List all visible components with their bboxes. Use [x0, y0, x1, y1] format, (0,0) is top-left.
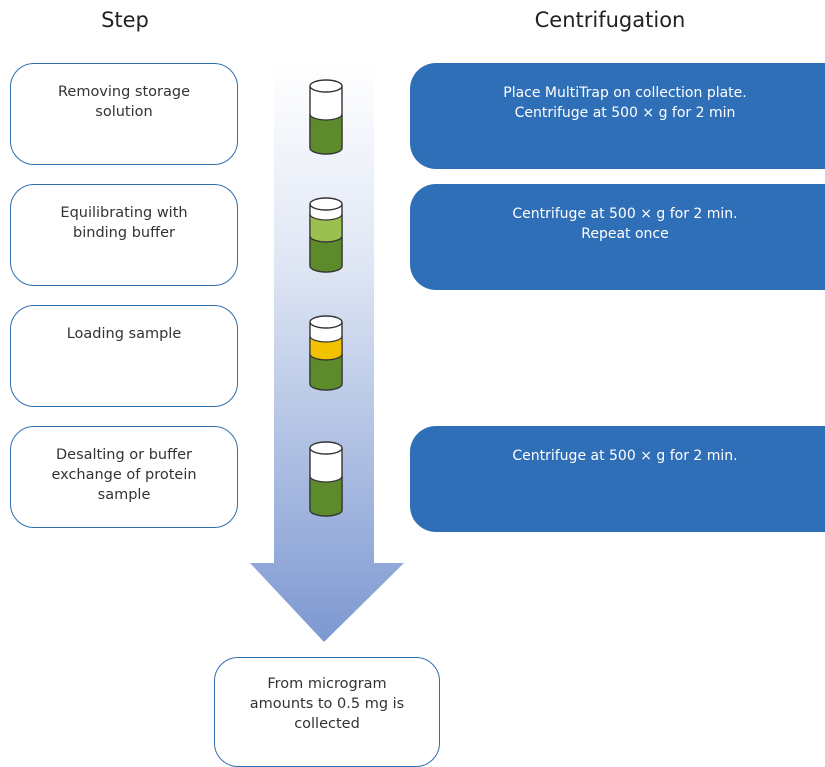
centrifugation-text: Centrifuge at 500 × g for 2 min. Repeat …	[512, 206, 738, 242]
centrifugation-column-heading: Centrifugation	[534, 8, 686, 32]
column-tube-icon-desalting	[309, 441, 343, 517]
centrifugation-box-3: Centrifuge at 500 × g for 2 min.	[410, 426, 825, 532]
result-text: From microgram amounts to 0.5 mg is coll…	[249, 676, 405, 732]
step-label: Equilibrating with binding buffer	[60, 205, 188, 241]
step-label: Removing storage solution	[57, 84, 191, 120]
centrifugation-text: Centrifuge at 500 × g for 2 min.	[512, 448, 738, 464]
column-tube-icon-storage	[309, 79, 343, 155]
step-column-heading: Step	[101, 8, 149, 32]
result-box: From microgram amounts to 0.5 mg is coll…	[214, 657, 440, 767]
column-tube-icon-loading	[309, 315, 343, 391]
centrifugation-text: Place MultiTrap on collection plate. Cen…	[503, 85, 747, 121]
step-box-equilibrating: Equilibrating with binding buffer	[10, 184, 238, 286]
step-box-removing-storage-solution: Removing storage solution	[10, 63, 238, 165]
column-tube-icon-equilibrating	[309, 197, 343, 273]
step-label: Loading sample	[66, 326, 182, 342]
step-box-desalting: Desalting or buffer exchange of protein …	[10, 426, 238, 528]
centrifugation-box-1: Place MultiTrap on collection plate. Cen…	[410, 63, 825, 169]
centrifugation-box-2: Centrifuge at 500 × g for 2 min. Repeat …	[410, 184, 825, 290]
step-label: Desalting or buffer exchange of protein …	[51, 447, 197, 503]
step-box-loading-sample: Loading sample	[10, 305, 238, 407]
